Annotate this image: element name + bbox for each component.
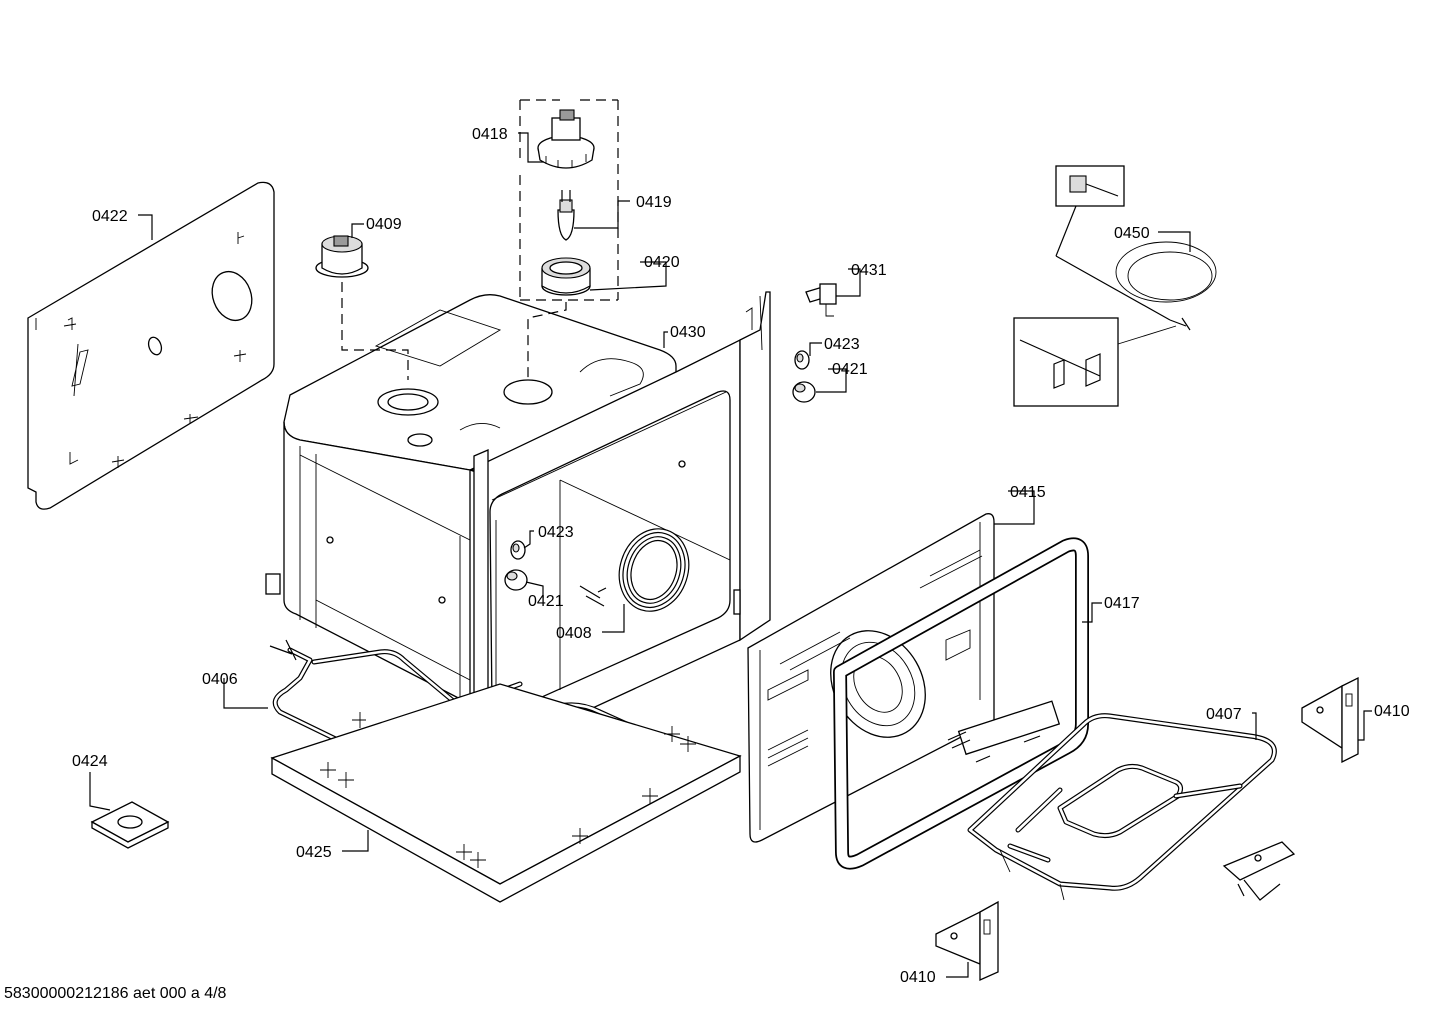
- part-0415-front-panel: [747, 513, 995, 843]
- part-0421-knob: [792, 381, 816, 403]
- part-0420-lamp-cover: [541, 257, 591, 296]
- part-0425-bottom-plate: [270, 683, 742, 903]
- part-bracket-small-clip: [1222, 841, 1296, 901]
- part-0410-bracket-bottom: [935, 900, 999, 982]
- part-0408-circular-heater: [579, 528, 690, 612]
- callout-0415: 0415: [1010, 484, 1046, 501]
- callout-0410-right: 0410: [1374, 703, 1410, 720]
- callout-0450: 0450: [1114, 225, 1150, 242]
- callout-0409: 0409: [366, 216, 402, 233]
- part-0410-bracket-right: [1301, 676, 1359, 764]
- callout-0420: 0420: [644, 254, 680, 271]
- callout-0425: 0425: [296, 844, 332, 861]
- part-0418-lamp-housing: [519, 99, 619, 301]
- part-0422-rear-panel: [27, 181, 275, 510]
- callout-0410-bottom: 0410: [900, 969, 936, 986]
- part-0407-grill-heater: [947, 700, 1277, 901]
- callout-0417: 0417: [1104, 595, 1140, 612]
- document-code: 58300000212186 aet 000 a 4/8: [4, 985, 227, 1002]
- callout-0421-outer: 0421: [832, 361, 868, 378]
- callout-0418: 0418: [472, 126, 508, 143]
- callout-0408: 0408: [556, 625, 592, 642]
- callout-0431: 0431: [851, 262, 887, 279]
- leader-lines: [89, 132, 1372, 978]
- callout-0430: 0430: [670, 324, 706, 341]
- callout-0422: 0422: [92, 208, 128, 225]
- part-0430-oven-cavity: [265, 282, 771, 780]
- callout-0419: 0419: [636, 194, 672, 211]
- callout-0406: 0406: [202, 671, 238, 688]
- part-0423-socket: [794, 350, 810, 370]
- part-0423-inner-socket: [510, 540, 526, 560]
- part-0421-inner-knob: [504, 569, 528, 591]
- callout-0407: 0407: [1206, 706, 1242, 723]
- callout-0421-inner: 0421: [528, 593, 564, 610]
- part-0431-door-switch: [805, 283, 837, 317]
- part-0450-temperature-sensor: [1013, 165, 1217, 407]
- callout-labels: 0418 0419 0420 0409 0422 0430 0431 0423 …: [72, 126, 1410, 986]
- part-0424-spacer: [90, 801, 170, 849]
- callout-0423-inner: 0423: [538, 524, 574, 541]
- part-0417-door-gasket: [833, 537, 1089, 870]
- callout-0424: 0424: [72, 753, 108, 770]
- part-0409-fan-motor: [315, 235, 369, 278]
- callout-0423-outer: 0423: [824, 336, 860, 353]
- part-0419-lamp-bulb: [557, 190, 575, 241]
